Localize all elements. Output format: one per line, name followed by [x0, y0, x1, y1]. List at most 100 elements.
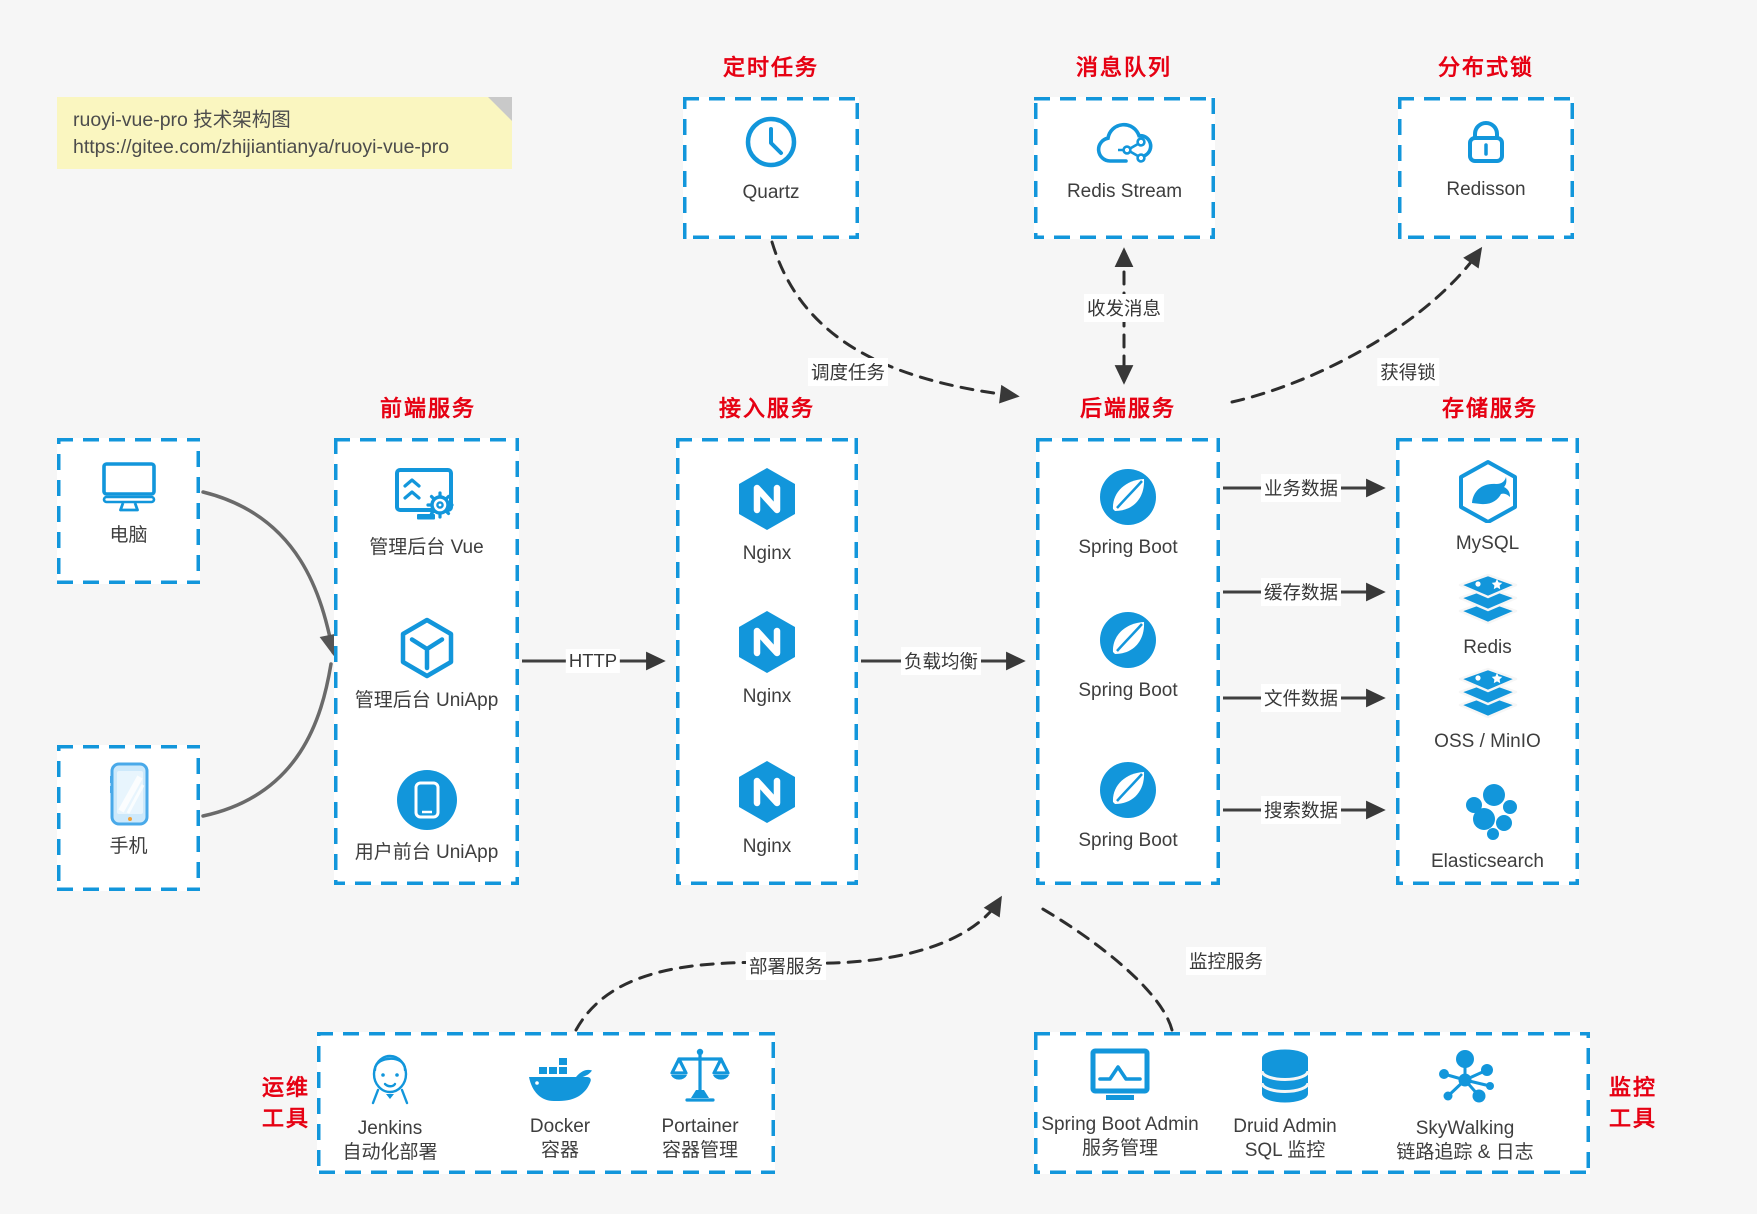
- node-portainer: Portainer 容器管理: [630, 1046, 770, 1163]
- edge-label-schedule: 调度任务: [807, 358, 889, 386]
- node-spring-boot-3: Spring Boot: [1036, 760, 1220, 853]
- node-label: 管理后台 Vue: [369, 537, 484, 558]
- edge-label-monitor: 监控服务: [1185, 947, 1267, 975]
- admin-vue-icon: [394, 468, 454, 520]
- node-admin-uniapp: 管理后台 UniApp: [334, 616, 519, 713]
- node-docker: Docker 容器: [490, 1054, 630, 1163]
- smartphone-icon: [109, 762, 148, 826]
- node-label: Elasticsearch: [1431, 851, 1544, 872]
- clock-icon: [745, 116, 797, 168]
- mobile-client-box: 手机: [57, 745, 200, 891]
- node-label: 手机: [109, 836, 148, 857]
- note-fold-corner-icon: [488, 97, 512, 121]
- edge-label-cache-data: 缓存数据: [1260, 578, 1342, 606]
- node-jenkins: Jenkins 自动化部署: [320, 1046, 460, 1165]
- node-sublabel: 自动化部署: [342, 1142, 438, 1163]
- node-label: Docker: [529, 1116, 591, 1137]
- node-admin-vue: 管理后台 Vue: [334, 465, 519, 560]
- node-nginx-2: Nginx: [676, 608, 858, 709]
- title-monitor-tools: 监控 工具: [1609, 1072, 1657, 1134]
- user-app-icon: [396, 770, 457, 830]
- node-label: Nginx: [742, 543, 792, 564]
- desktop-icon: [101, 462, 156, 512]
- sticky-note: ruoyi-vue-pro 技术架构图 https://gitee.com/zh…: [57, 97, 512, 169]
- cloud-stream-icon: [1096, 122, 1152, 163]
- note-text: ruoyi-vue-pro 技术架构图 https://gitee.com/zh…: [73, 107, 449, 161]
- node-label: Portainer: [661, 1116, 739, 1137]
- title-monitor-line1: 监控: [1608, 1075, 1658, 1100]
- edge-label-load-balance: 负载均衡: [900, 647, 982, 675]
- node-nginx-1: Nginx: [676, 465, 858, 566]
- node-label: OSS / MinIO: [1434, 731, 1541, 752]
- edge-label-file-data: 文件数据: [1260, 684, 1342, 712]
- node-sublabel: 容器: [540, 1140, 579, 1161]
- node-sublabel: 容器管理: [661, 1140, 738, 1161]
- storage-stack-icon: [1458, 667, 1517, 719]
- pc-client-box: 电脑: [57, 438, 200, 584]
- node-label: Spring Boot: [1078, 537, 1178, 558]
- ops-tools-group-box: Jenkins 自动化部署 Docker 容器: [317, 1032, 775, 1174]
- title-storage: 存储服务: [1441, 396, 1539, 421]
- spring-admin-icon: [1090, 1048, 1150, 1100]
- nginx-icon: [739, 611, 795, 673]
- node-sublabel: 链路追踪 & 日志: [1396, 1142, 1534, 1163]
- node-label: Redis Stream: [1066, 181, 1183, 202]
- node-druid-admin: Druid Admin SQL 监控: [1205, 1048, 1365, 1163]
- node-sublabel: SQL 监控: [1244, 1140, 1326, 1161]
- node-phone: 手机: [57, 762, 200, 859]
- title-backend: 后端服务: [1079, 396, 1177, 421]
- edge-label-biz-data: 业务数据: [1260, 474, 1342, 502]
- node-label: Spring Boot: [1078, 680, 1178, 701]
- edge-acquire-lock: [1230, 246, 1483, 404]
- node-label: SkyWalking: [1415, 1118, 1515, 1139]
- title-frontend: 前端服务: [379, 396, 477, 421]
- lock-group-box: Redisson: [1398, 97, 1574, 239]
- node-quartz: Quartz: [683, 112, 859, 205]
- title-ops-line2: 工具: [261, 1106, 311, 1131]
- edge-label-deploy: 部署服务: [745, 952, 827, 980]
- node-redis: Redis: [1396, 571, 1579, 660]
- spring-boot-icon: [1100, 612, 1156, 668]
- node-label: Redis: [1463, 637, 1512, 658]
- node-sublabel: 服务管理: [1081, 1138, 1158, 1159]
- edge-label-http: HTTP: [565, 649, 621, 673]
- title-gateway: 接入服务: [718, 396, 816, 421]
- nginx-icon: [739, 468, 795, 530]
- edge-phone-to-frontend: [201, 662, 333, 818]
- node-user-uniapp: 用户前台 UniApp: [334, 768, 519, 865]
- skywalking-icon: [1439, 1050, 1494, 1103]
- storage-group-box: MySQL Redis: [1396, 438, 1579, 885]
- node-label: Nginx: [742, 836, 792, 857]
- edge-label-messages: 收发消息: [1083, 294, 1165, 322]
- node-label: Druid Admin: [1233, 1116, 1337, 1137]
- jenkins-icon: [371, 1054, 409, 1105]
- gateway-group-box: Nginx Nginx Nginx: [676, 438, 858, 885]
- redis-stack-icon: [1458, 573, 1517, 625]
- nginx-icon: [739, 761, 795, 823]
- uniapp-cube-icon: [400, 617, 453, 679]
- node-label: Jenkins: [357, 1118, 423, 1139]
- edge-label-search-data: 搜索数据: [1260, 796, 1342, 824]
- druid-icon: [1260, 1049, 1310, 1103]
- backend-group-box: Spring Boot Spring Boot Spring Boot: [1036, 438, 1220, 885]
- node-spring-boot-2: Spring Boot: [1036, 610, 1220, 703]
- monitor-tools-group-box: Spring Boot Admin 服务管理 Druid Admin SQL 监…: [1034, 1032, 1590, 1174]
- title-scheduler: 定时任务: [722, 55, 820, 80]
- spring-boot-icon: [1100, 469, 1156, 525]
- title-ops-line1: 运维: [261, 1075, 311, 1100]
- title-mq: 消息队列: [1075, 55, 1173, 80]
- node-label: 电脑: [109, 525, 148, 546]
- node-label: 用户前台 UniApp: [354, 842, 499, 863]
- node-mysql: MySQL: [1396, 459, 1579, 556]
- mysql-icon: [1458, 460, 1517, 523]
- node-label: Quartz: [742, 182, 800, 203]
- node-label: 管理后台 UniApp: [354, 690, 499, 711]
- repo-url: https://gitee.com/zhijiantianya/ruoyi-vu…: [73, 136, 450, 158]
- node-redis-stream: Redis Stream: [1034, 117, 1215, 204]
- note-title: ruoyi-vue-pro 技术架构图: [73, 109, 291, 131]
- node-pc: 电脑: [57, 459, 200, 548]
- elasticsearch-icon: [1465, 784, 1517, 840]
- node-nginx-3: Nginx: [676, 758, 858, 859]
- title-monitor-line2: 工具: [1608, 1106, 1658, 1131]
